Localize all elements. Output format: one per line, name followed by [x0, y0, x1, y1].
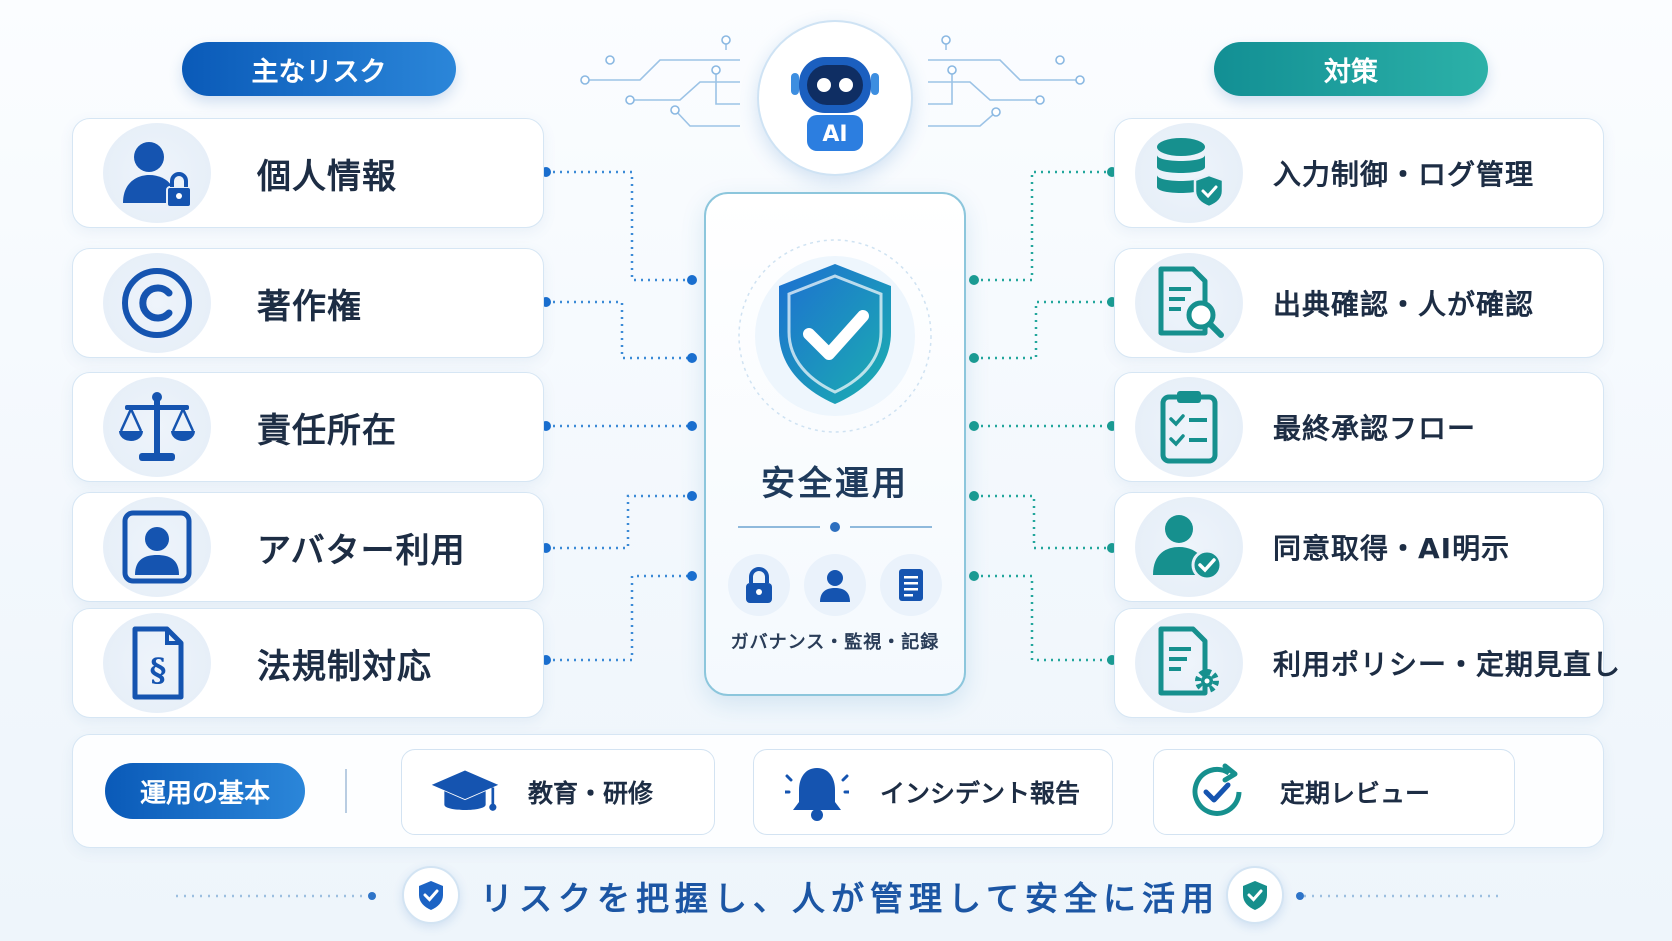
user-lock-icon — [123, 142, 192, 208]
measure-label: 最終承認フロー — [1273, 412, 1477, 445]
shield-icon — [419, 881, 443, 910]
risk-card-personal-info[interactable]: 個人情報 — [72, 118, 544, 228]
measure-connector-dots — [969, 167, 1117, 665]
measure-label: 入力制御・ログ管理 — [1273, 158, 1535, 191]
center-subtitle: ガバナンス・監視・記録 — [730, 632, 940, 653]
basics-separator — [345, 769, 347, 813]
footer-slogan: リスクを把握し、人が管理して安全に活用 — [480, 879, 1221, 918]
document-search-icon — [1158, 266, 1224, 338]
measure-card-policy[interactable]: 利用ポリシー・定期見直し — [1114, 608, 1620, 718]
user-check-icon — [1153, 515, 1223, 581]
measure-connectors — [974, 170, 1112, 662]
risk-card-copyright[interactable]: 著作権 — [72, 248, 544, 358]
risk-connectors — [546, 170, 692, 662]
copyright-icon — [122, 268, 192, 338]
basic-item-training[interactable]: 教育・研修 — [401, 749, 715, 835]
basic-item-label: インシデント報告 — [880, 779, 1081, 808]
ai-badge-text: AI — [822, 122, 847, 147]
risk-label: 法規制対応 — [257, 646, 432, 687]
measure-card-input-control[interactable]: 入力制御・ログ管理 — [1114, 118, 1604, 228]
basic-item-review[interactable]: 定期レビュー — [1153, 749, 1515, 835]
center-title: 安全運用 — [761, 464, 909, 504]
risk-label: アバター利用 — [257, 530, 466, 571]
database-shield-icon — [1157, 138, 1225, 209]
document-gear-icon — [1158, 626, 1219, 696]
risk-card-responsibility[interactable]: 責任所在 — [72, 372, 544, 482]
circuit-nodes — [580, 35, 1085, 117]
safe-operation-panel: 安全運用 ガバナン — [704, 192, 966, 696]
svg-text:§: § — [150, 651, 167, 689]
footer-shield-left — [402, 866, 460, 924]
measure-label: 同意取得・AI明示 — [1273, 532, 1511, 565]
center-divider — [738, 522, 932, 532]
basic-item-incident[interactable]: インシデント報告 — [753, 749, 1113, 835]
avatar-icon — [122, 510, 192, 584]
measure-label: 出典確認・人が確認 — [1273, 288, 1535, 321]
graduation-cap-icon — [431, 770, 499, 811]
robot-icon: AI — [791, 57, 879, 151]
ai-robot-badge: AI — [757, 20, 913, 176]
padlock-icon — [746, 567, 772, 603]
measure-label: 利用ポリシー・定期見直し — [1273, 648, 1622, 681]
clipboard-check-icon — [1160, 391, 1218, 464]
risk-label: 責任所在 — [257, 410, 397, 451]
measures-header: 対策 — [1214, 42, 1488, 96]
document-icon — [899, 569, 923, 601]
basic-item-label: 定期レビュー — [1280, 779, 1431, 808]
footer-shield-right — [1226, 866, 1284, 924]
risks-header: 主なリスク — [182, 42, 456, 96]
measure-card-consent[interactable]: 同意取得・AI明示 — [1114, 492, 1604, 602]
risk-card-avatar[interactable]: アバター利用 — [72, 492, 544, 602]
risk-connector-dots — [541, 167, 697, 665]
risk-label: 著作権 — [257, 286, 362, 327]
shield-check-icon — [738, 239, 932, 433]
cycle-check-icon — [1192, 763, 1242, 816]
risk-card-regulation[interactable]: § 法規制対応 — [72, 608, 544, 718]
measure-card-approval-flow[interactable]: 最終承認フロー — [1114, 372, 1604, 482]
circuit-decoration — [585, 40, 1080, 127]
risk-label: 個人情報 — [257, 156, 397, 197]
shield-icon — [1243, 881, 1267, 910]
governance-icons — [728, 554, 942, 616]
operation-basics: 運用の基本 教育・研修 インシデント報告 — [72, 734, 1604, 848]
basic-item-label: 教育・研修 — [528, 779, 654, 808]
scale-icon — [119, 392, 195, 461]
measure-card-source-check[interactable]: 出典確認・人が確認 — [1114, 248, 1604, 358]
bell-icon — [785, 768, 849, 821]
law-document-icon: § — [132, 626, 184, 700]
basics-label: 運用の基本 — [105, 763, 305, 819]
person-icon — [820, 570, 850, 602]
